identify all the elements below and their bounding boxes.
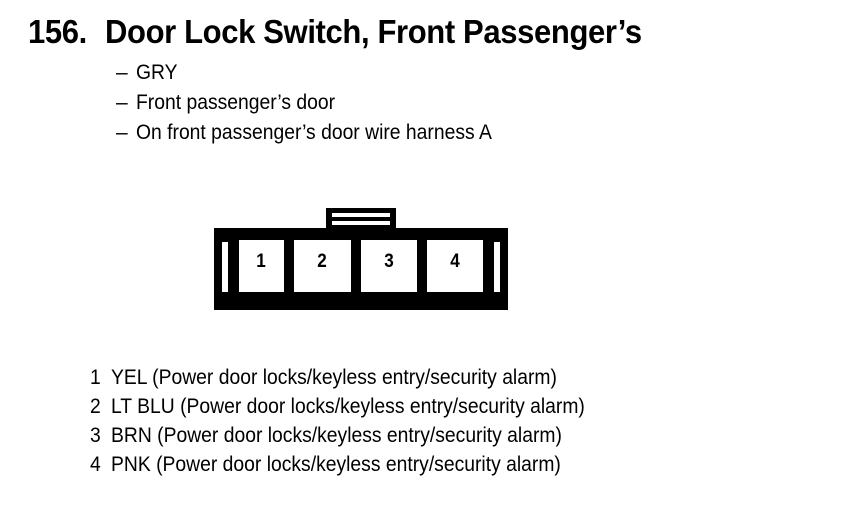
item-number: 156. xyxy=(28,13,87,50)
detail-item-label: GRY xyxy=(136,61,178,84)
detail-item-harness: – On front passenger’s door wire harness… xyxy=(116,121,523,151)
detail-item-location: – Front passenger’s door xyxy=(116,91,523,121)
pin-legend-row: 2 LT BLU (Power door locks/keyless entry… xyxy=(90,395,626,424)
dash-icon: – xyxy=(116,61,128,84)
pin-legend-description: PNK (Power door locks/keyless entry/secu… xyxy=(111,453,561,476)
pin-legend-description: LT BLU (Power door locks/keyless entry/s… xyxy=(111,395,585,418)
pin-legend-number: 4 xyxy=(90,453,101,476)
detail-item-wire-color: – GRY xyxy=(116,61,523,91)
connector-diagram: 1 2 3 4 xyxy=(205,200,517,318)
detail-item-label: Front passenger’s door xyxy=(136,91,336,114)
page-title: 156. Door Lock Switch, Front Passenger’s xyxy=(28,13,676,51)
pin-legend-row: 4 PNK (Power door locks/keyless entry/se… xyxy=(90,453,626,482)
pin-legend-row: 1 YEL (Power door locks/keyless entry/se… xyxy=(90,366,626,395)
pin-legend: 1 YEL (Power door locks/keyless entry/se… xyxy=(90,366,626,482)
pin-legend-description: YEL (Power door locks/keyless entry/secu… xyxy=(111,366,557,389)
pin-legend-number: 1 xyxy=(90,366,101,389)
connector-outline-icon xyxy=(214,208,508,310)
component-title: Door Lock Switch, Front Passenger’s xyxy=(104,13,642,50)
detail-item-label: On front passenger’s door wire harness A xyxy=(136,121,492,144)
pin-legend-row: 3 BRN (Power door locks/keyless entry/se… xyxy=(90,424,626,453)
dash-icon: – xyxy=(116,91,128,114)
pin-legend-description: BRN (Power door locks/keyless entry/secu… xyxy=(111,424,562,447)
pin-legend-number: 3 xyxy=(90,424,101,447)
dash-icon: – xyxy=(116,121,128,144)
pin-legend-number: 2 xyxy=(90,395,101,418)
detail-list: – GRY – Front passenger’s door – On fron… xyxy=(116,61,523,151)
